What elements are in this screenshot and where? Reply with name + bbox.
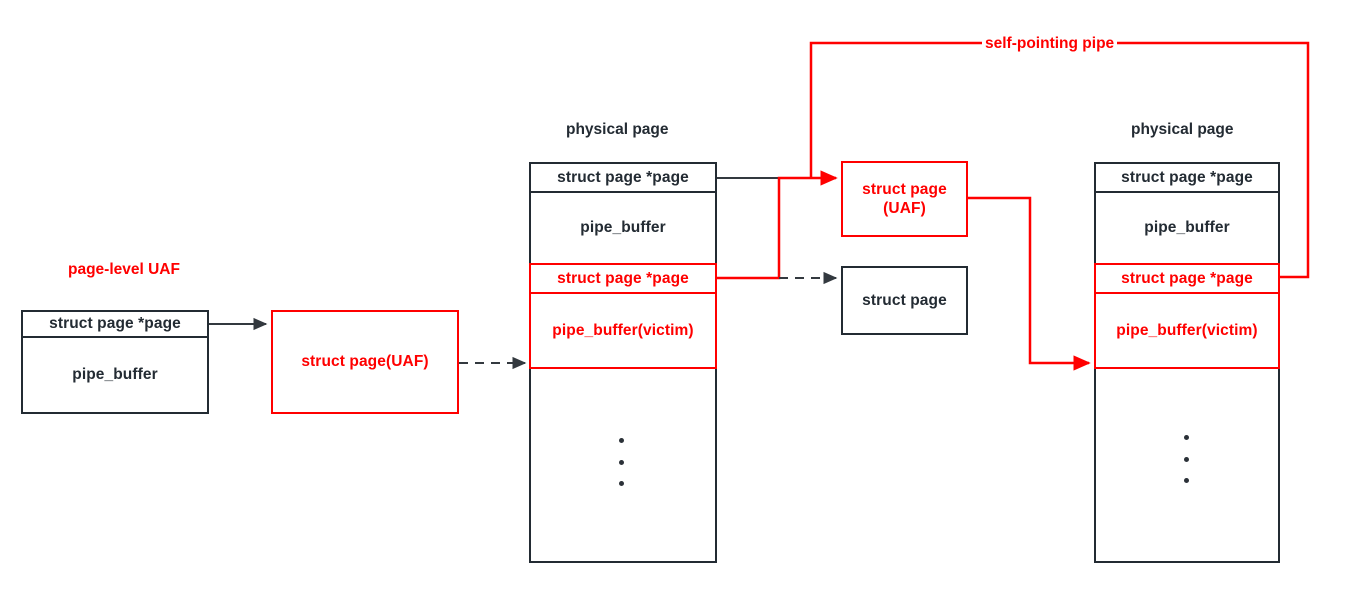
right-row-pipe-buffer: pipe_buffer [1096,193,1278,263]
page-level-uaf-label: page-level UAF [68,261,180,278]
left-pipe-box-row-pipe-buffer: pipe_buffer [23,338,207,412]
middle-row-struct-page-ptr-victim: struct page *page [529,263,717,294]
self-pointing-pipe-label: self-pointing pipe [982,35,1118,53]
middle-page-ellipsis [619,438,624,486]
center-struct-page-uaf-label: struct page (UAF) [843,163,966,235]
left-pipe-box-row-struct-page-ptr: struct page *page [21,310,209,338]
center-uaf-line2: (UAF) [883,200,926,217]
right-row-pipe-buffer-victim: pipe_buffer(victim) [1094,292,1280,369]
edge-uaf-page-to-right-victim [968,196,1091,371]
middle-physical-page-caption: physical page [566,121,669,138]
left-struct-page-uaf-label: struct page(UAF) [273,312,457,412]
middle-row-pipe-buffer-victim: pipe_buffer(victim) [529,292,717,369]
center-struct-page-label: struct page [843,268,966,333]
middle-row-struct-page-ptr: struct page *page [529,162,717,193]
center-uaf-line1: struct page [862,180,947,198]
middle-row-pipe-buffer: pipe_buffer [531,193,715,263]
edge-middle-victim-to-uaf-page [716,170,838,280]
right-row-struct-page-ptr: struct page *page [1094,162,1280,193]
right-row-struct-page-ptr-victim: struct page *page [1094,263,1280,294]
right-physical-page-caption: physical page [1131,121,1234,138]
right-page-ellipsis [1184,435,1189,483]
